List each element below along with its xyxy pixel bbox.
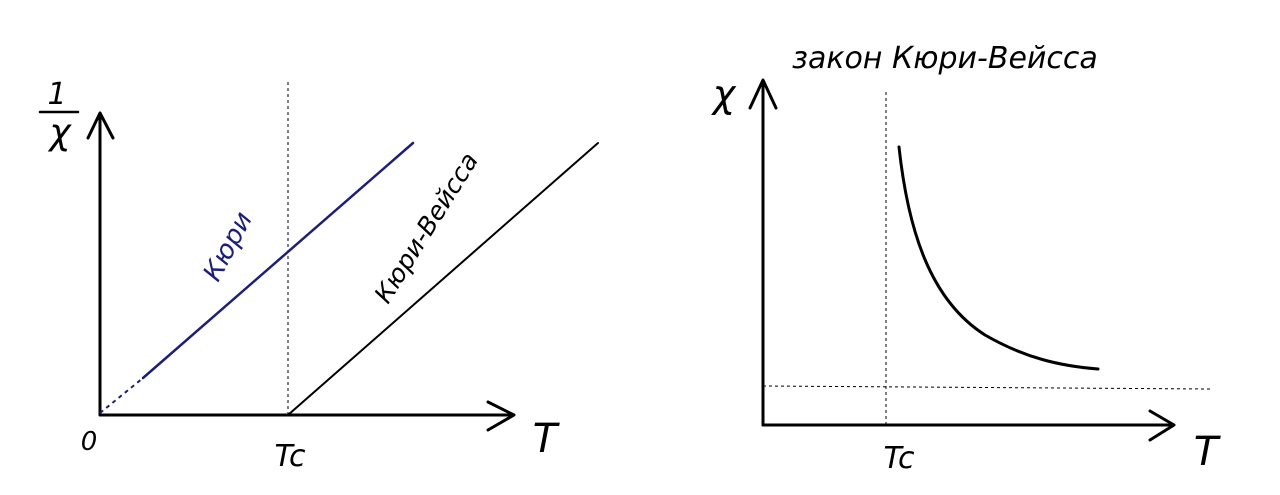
right-y-arrowhead [748,78,778,110]
right-graph: закон Кюри-Вейсса χ Tc T [711,41,1222,476]
left-x-arrowhead [486,400,516,432]
left-y-label-numerator: 1 [47,77,66,112]
curie-label: Кюри [198,207,259,286]
right-tc-label: Tc [883,441,915,476]
left-y-arrowhead [86,111,115,140]
curie-weiss-susceptibility-curve [897,145,1100,371]
left-x-axis-label: T [533,416,561,462]
right-title: закон Кюри-Вейсса [792,41,1098,76]
curie-line [141,141,415,380]
right-y-axis-label: χ [711,72,737,116]
right-asymptote-dashed-line [762,385,1211,390]
right-x-axis-label: T [1194,429,1222,475]
left-y-label-denominator: χ [47,112,72,153]
origin-label: 0 [81,427,98,457]
curie-weiss-label: Кюри-Вейсса [368,147,483,308]
left-graph: 1 χ 0 Tc T Кюри Кюри-Вейсса [38,77,599,474]
right-x-arrowhead [1148,409,1176,442]
curie-weiss-line [287,142,599,416]
curie-line-extrapolation [99,377,144,414]
left-tc-label: Tc [274,439,306,474]
